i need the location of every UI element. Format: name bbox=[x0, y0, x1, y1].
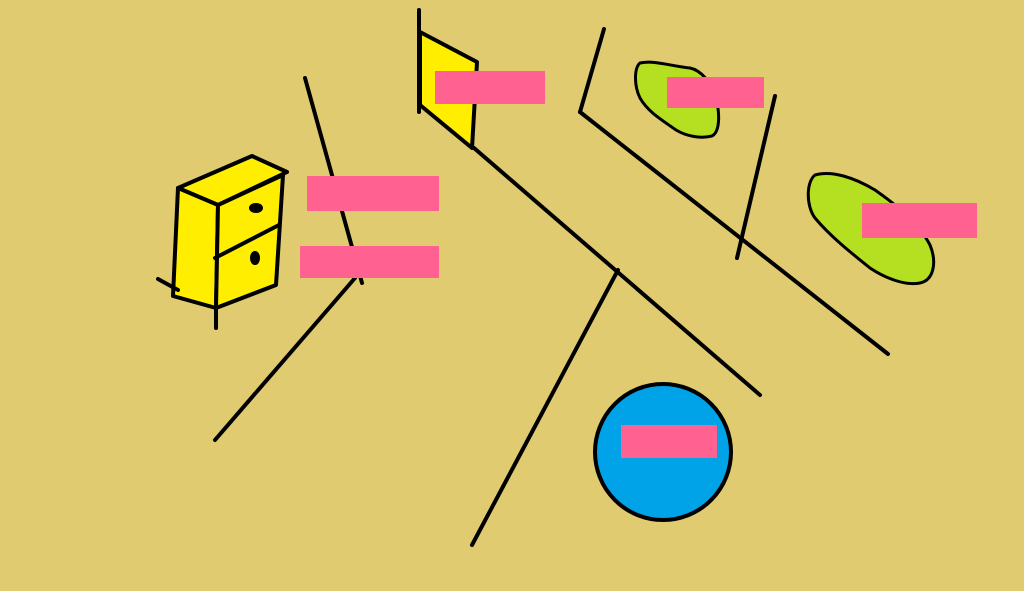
cabinet-base-left bbox=[156, 277, 180, 292]
redacted-labels bbox=[300, 71, 977, 458]
label-bush-right bbox=[862, 203, 977, 238]
wall-line-right-post bbox=[735, 94, 777, 260]
label-bush-top bbox=[667, 77, 764, 108]
cabinet-handle-top bbox=[249, 203, 263, 213]
label-circle bbox=[621, 425, 717, 458]
wall-line-top-short bbox=[578, 27, 606, 114]
wall-line-lower-left bbox=[213, 276, 357, 442]
wall-line-center-down bbox=[470, 268, 620, 547]
wall-line-right-diagonal bbox=[578, 110, 890, 356]
cabinet-drawer-divider bbox=[213, 223, 281, 260]
label-cabinet-top bbox=[307, 176, 439, 211]
cabinet-handle-bottom bbox=[250, 251, 260, 265]
label-cabinet-bottom bbox=[300, 246, 439, 278]
filing-cabinet-icon bbox=[156, 154, 289, 330]
label-door bbox=[435, 71, 545, 104]
